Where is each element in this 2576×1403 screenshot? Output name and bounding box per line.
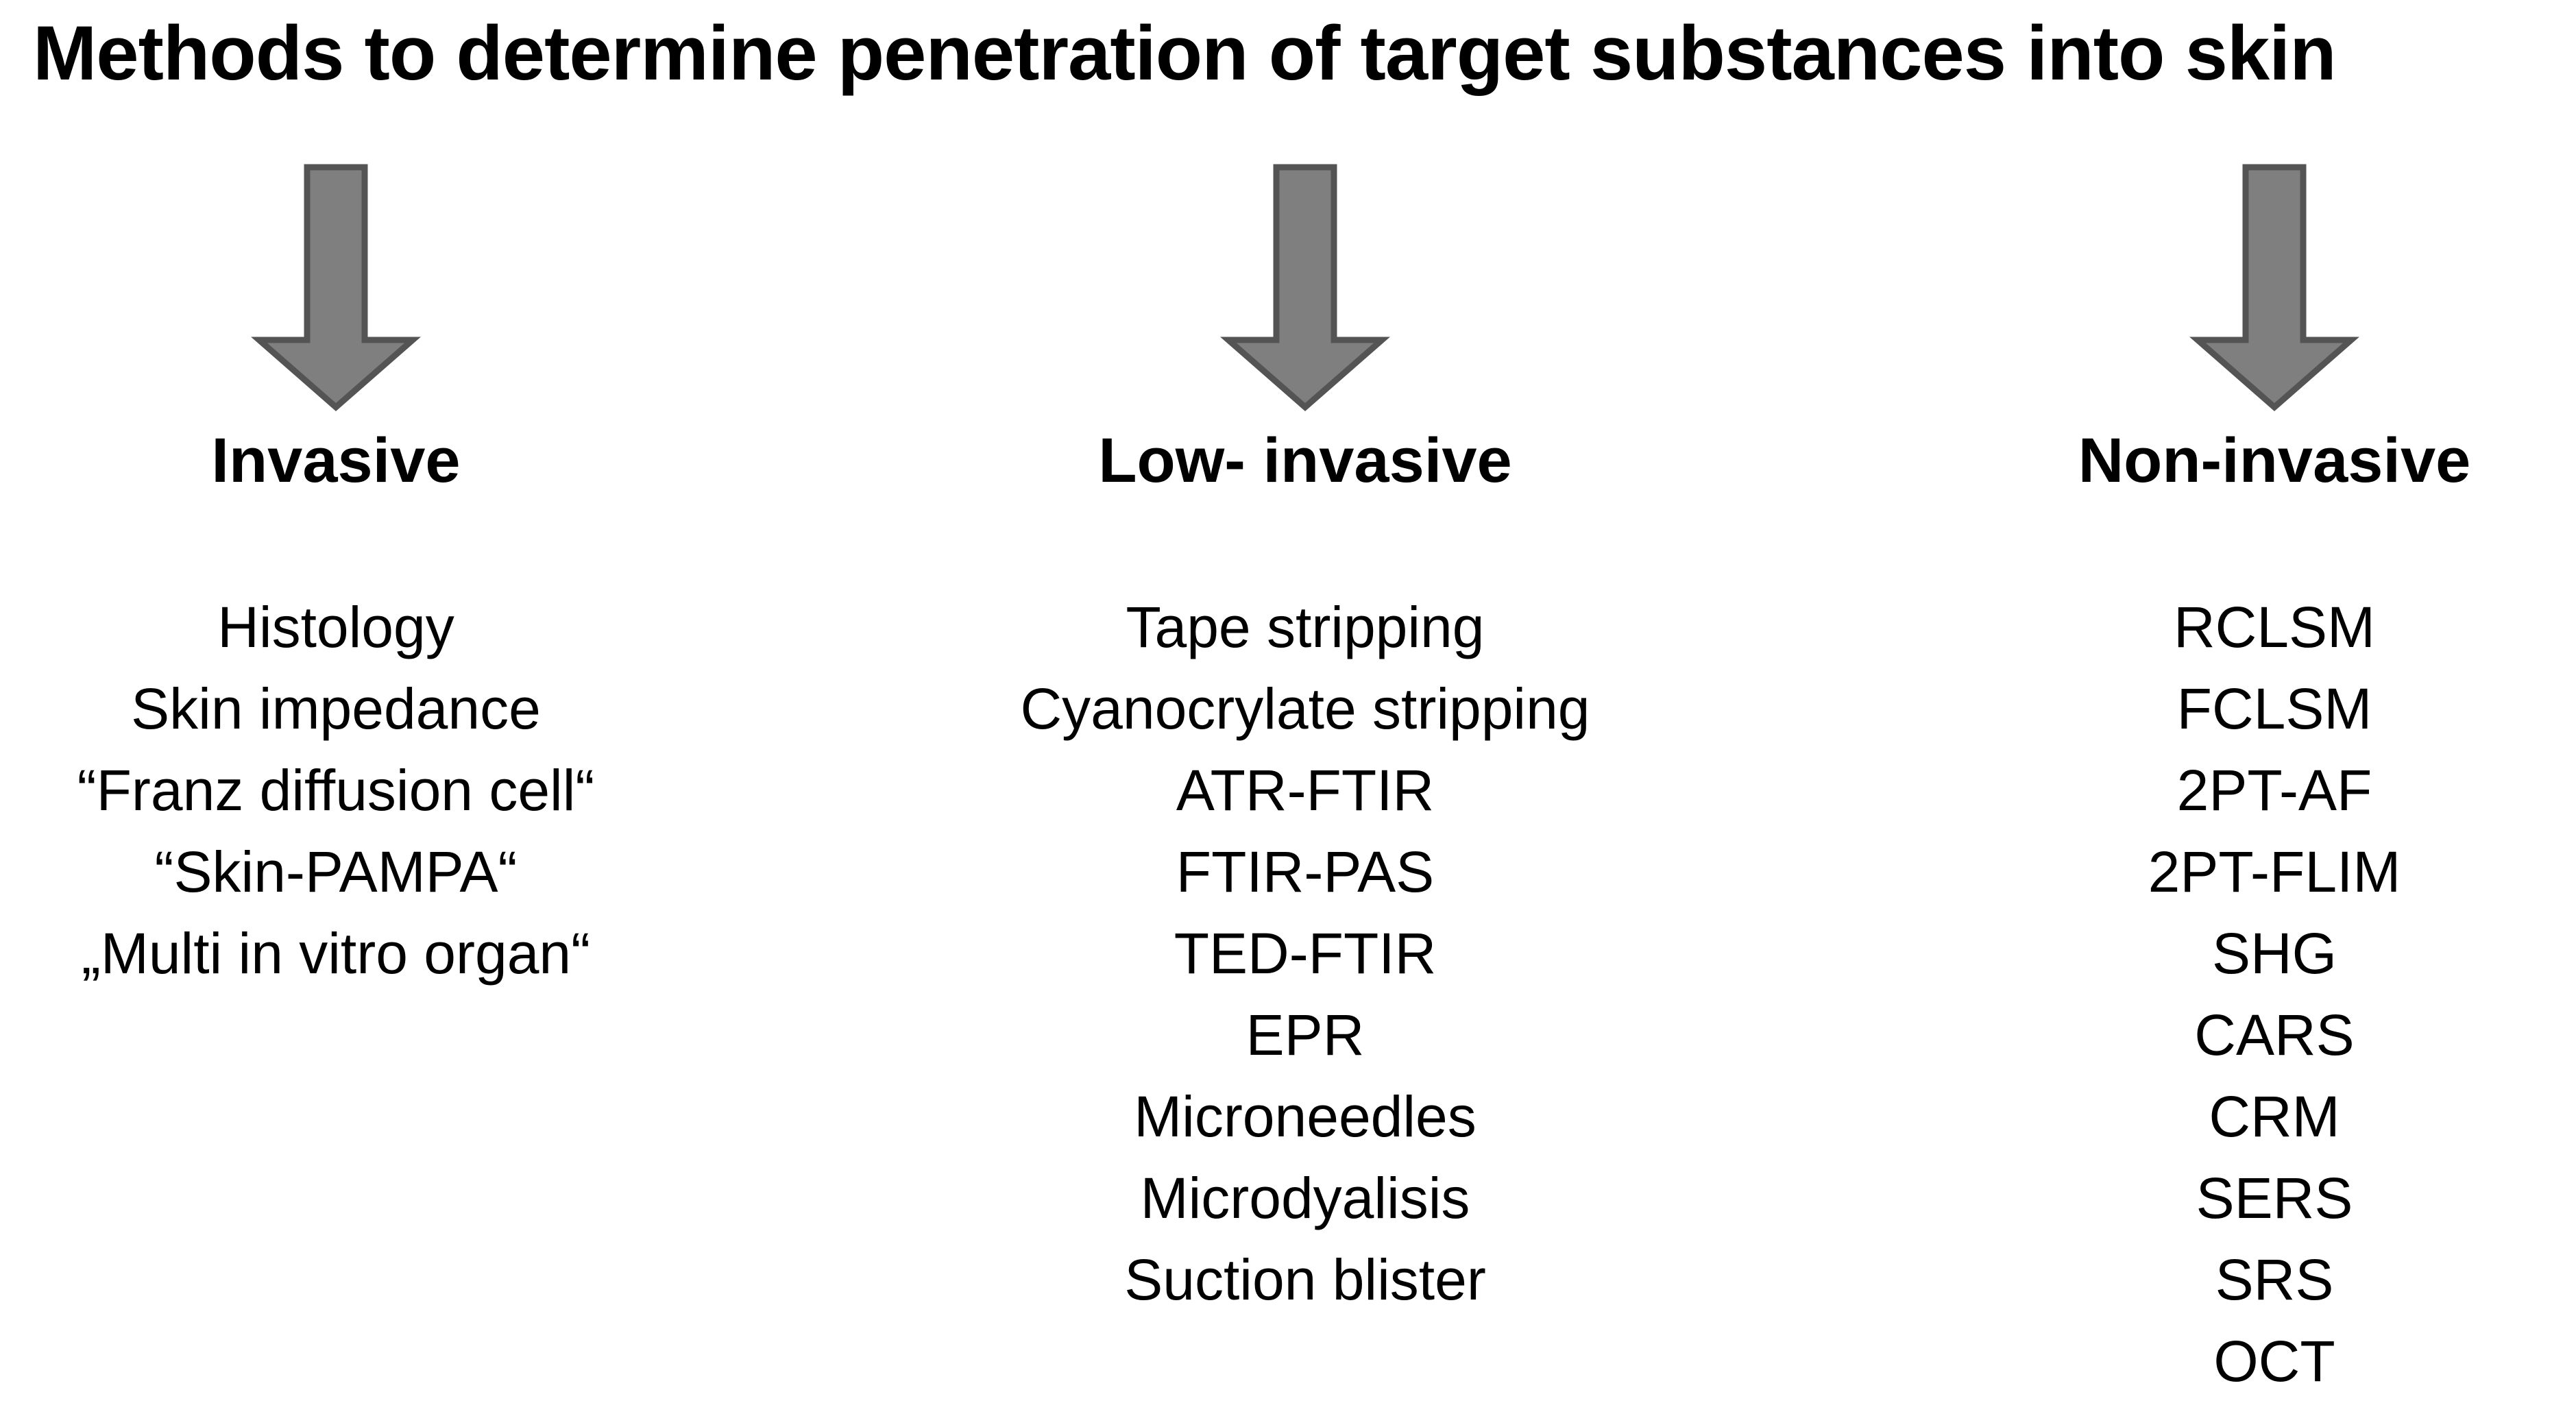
method-list-item: “Franz diffusion cell“ [77, 758, 595, 822]
method-list-item: SRS [2215, 1247, 2334, 1312]
method-list-item: ATR-FTIR [1176, 758, 1435, 822]
column-heading: Low- invasive [1098, 426, 1512, 496]
method-list-item: Microneedles [1134, 1084, 1477, 1149]
method-list-item: RCLSM [2173, 595, 2376, 659]
method-list-item: „Multi in vitro organ“ [81, 921, 591, 986]
method-list-item: Cyanocrylate stripping [1020, 676, 1590, 741]
method-list-item: Skin impedance [131, 676, 541, 741]
method-list-item: TED-FTIR [1174, 921, 1437, 986]
page-title: Methods to determine penetration of targ… [33, 10, 2337, 96]
method-list-item: SHG [2211, 921, 2337, 986]
method-list-item: FCLSM [2176, 676, 2372, 741]
method-list-item: “Skin-PAMPA“ [154, 840, 518, 904]
method-list-item: OCT [2213, 1329, 2335, 1393]
column-heading: Non-invasive [2078, 426, 2471, 496]
down-arrow-invasive [219, 163, 452, 411]
arrow-row [0, 163, 2576, 411]
down-arrow-non-invasive [2158, 163, 2391, 411]
down-arrow-icon [2189, 164, 2359, 411]
down-arrow-icon [251, 164, 421, 411]
method-list-item: CARS [2194, 1003, 2355, 1067]
method-list-item: SERS [2196, 1166, 2353, 1230]
method-list-item: Histology [217, 595, 454, 659]
down-arrow-low-invasive [1189, 163, 1422, 411]
method-list-item: 2PT-AF [2176, 758, 2372, 822]
column-heading: Invasive [211, 426, 461, 496]
method-list-item: Suction blister [1124, 1247, 1486, 1312]
method-list-item: CRM [2209, 1084, 2340, 1149]
down-arrow-icon [1220, 164, 1390, 411]
method-list: RCLSM FCLSM 2PT-AF 2PT-FLIM SHG CARS CRM SERS SR… [1870, 587, 2576, 1402]
method-list-item: 2PT-FLIM [2148, 840, 2401, 904]
method-list-item: Tape stripping [1126, 595, 1485, 659]
method-list-item: EPR [1246, 1003, 1365, 1067]
method-list-item: Microdyalisis [1140, 1166, 1470, 1230]
method-list-item: FTIR-PAS [1176, 840, 1435, 904]
